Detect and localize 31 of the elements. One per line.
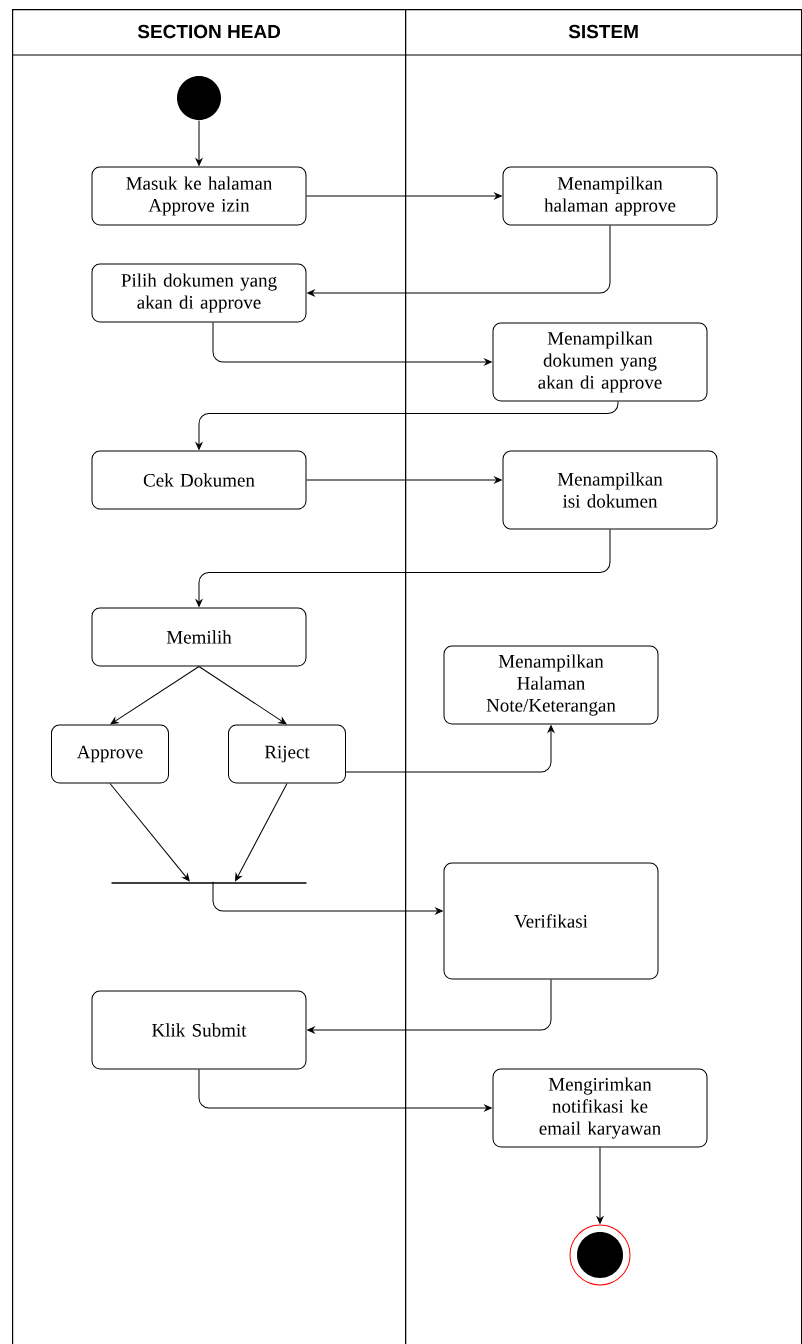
activity-box: Riject	[228, 724, 346, 784]
activity-box: Menampilkan Halaman Note/Keterangan	[443, 645, 659, 725]
arrow	[195, 120, 203, 166]
activity-box: Mengirimkan notifikasi ke email karyawan	[492, 1068, 708, 1148]
activity-box: Verifikasi	[443, 862, 659, 980]
end-node	[569, 1224, 631, 1286]
activity-box: Cek Dokumen	[91, 450, 307, 510]
arrow	[307, 979, 552, 1034]
arrow	[235, 783, 288, 882]
start-node	[177, 76, 221, 120]
arrow	[345, 725, 555, 773]
arrow	[109, 783, 190, 882]
activity-box: Menampilkan halaman approve	[502, 166, 718, 226]
activity-box: Menampilkan isi dokumen	[502, 450, 718, 530]
arrow	[306, 476, 502, 484]
arrow	[212, 322, 492, 366]
activity-box: Masuk ke halaman Approve izin	[91, 166, 307, 226]
arrow	[195, 529, 611, 607]
arrow	[198, 1069, 492, 1112]
arrow	[195, 401, 619, 450]
activity-box: Approve	[51, 724, 169, 784]
arrow	[110, 666, 200, 725]
activity-box: Pilih dokumen yang akan di approve	[91, 263, 307, 323]
arrow	[306, 192, 502, 200]
activity-box: Klik Submit	[91, 990, 307, 1070]
activity-box: Menampilkan dokumen yang akan di approve	[492, 322, 708, 402]
arrow	[212, 881, 443, 915]
arrow	[307, 225, 611, 297]
arrow	[596, 1147, 604, 1224]
activity-box: Memilih	[91, 607, 307, 667]
arrow	[198, 666, 287, 725]
